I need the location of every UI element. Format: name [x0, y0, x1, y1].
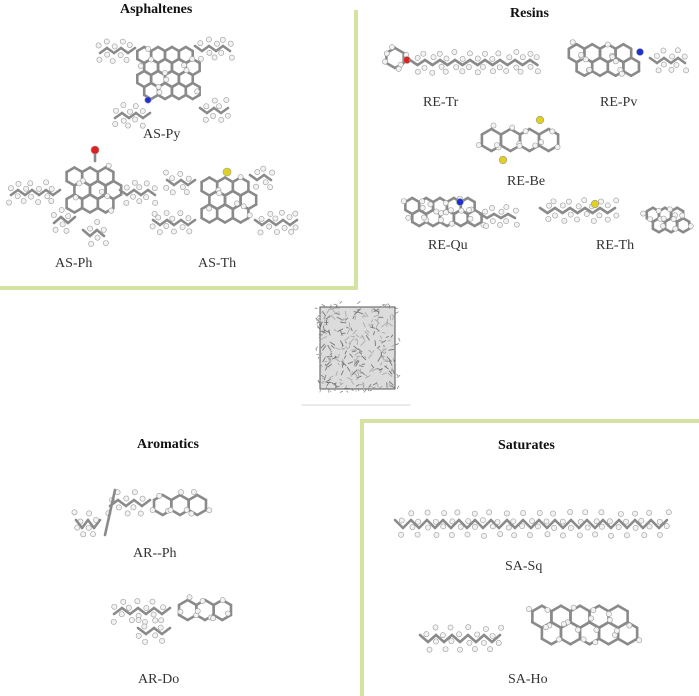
label-as-ph: AS-Ph [55, 256, 93, 271]
divider-saturates-left [360, 419, 364, 696]
label-re-be: RE-Be [507, 174, 546, 189]
label-re-qu: RE-Qu [428, 238, 468, 253]
molecule-re-th [538, 197, 694, 234]
label-ar-do: AR-Do [138, 672, 180, 687]
simulation-box-image [301, 300, 411, 406]
divider-asphaltenes-bottom [0, 286, 358, 290]
molecule-re-qu [400, 195, 520, 229]
heading-aromatics: Aromatics [137, 437, 199, 452]
heading-asphaltenes: Asphaltenes [120, 2, 193, 17]
molecule-sa-sq [393, 509, 672, 539]
molecule-as-ph [6, 145, 159, 247]
label-re-pv: RE-Pv [600, 95, 638, 110]
label-as-th: AS-Th [198, 256, 237, 271]
label-sa-sq: SA-Sq [505, 559, 543, 574]
label-sa-ho: SA-Ho [508, 672, 548, 687]
label-ar-ph: AR--Ph [133, 546, 177, 561]
divider-saturates-top [360, 419, 699, 423]
molecule-as-th [149, 165, 299, 236]
molecule-sa-ho [418, 604, 643, 653]
molecule-ar-ph [71, 488, 213, 538]
molecule-as-py [95, 36, 235, 129]
label-re-tr: RE-Tr [423, 95, 459, 110]
heading-resins: Resins [510, 6, 549, 21]
molecule-re-be [475, 115, 561, 165]
molecule-re-tr [382, 44, 541, 76]
label-re-th: RE-Th [596, 238, 635, 253]
divider-asphaltenes-right [354, 10, 358, 290]
molecule-re-pv [567, 39, 690, 78]
heading-saturates: Saturates [498, 438, 555, 453]
molecule-ar-do [110, 594, 233, 645]
label-as-py: AS-Py [143, 127, 181, 142]
